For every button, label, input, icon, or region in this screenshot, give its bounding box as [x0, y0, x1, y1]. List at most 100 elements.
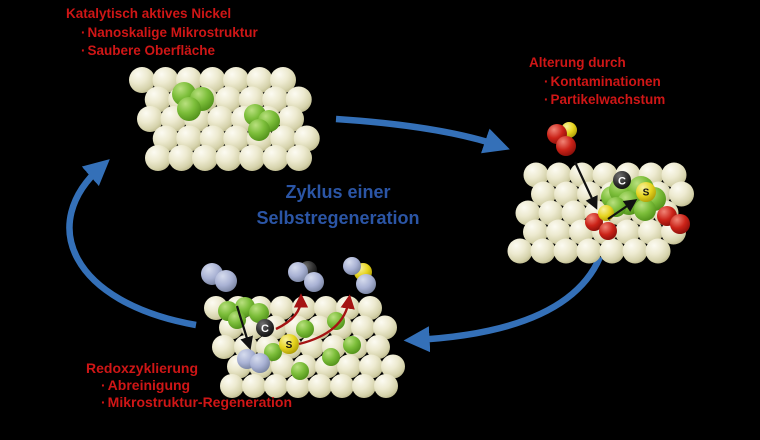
stage-bullet: ·Mikrostruktur-Regeneration: [101, 394, 293, 410]
nickel-sphere: [622, 238, 648, 264]
carbon-atom: [256, 319, 274, 337]
adsorption-arrow-so2: [574, 161, 598, 210]
nickel-sphere: [546, 219, 571, 245]
cycle-arrow-redox-to-active: [66, 159, 197, 329]
nickel-sphere: [285, 86, 312, 113]
cycle-title: Zyklus einer Selbstregeneration: [233, 179, 443, 231]
nickel-sphere: [270, 125, 297, 152]
nickel-sphere: [239, 145, 265, 171]
embedded-green-sphere: [249, 303, 269, 323]
nickel-sphere: [599, 238, 625, 264]
nano-cluster-sphere: [248, 119, 270, 141]
nickel-sphere: [523, 219, 548, 245]
nickel-sphere: [576, 238, 602, 264]
nickel-sphere: [592, 162, 618, 188]
nickel-sphere: [366, 335, 390, 359]
stage-bullet: ·Nanoskalige Mikrostruktur: [81, 24, 258, 40]
nickel-sphere: [531, 181, 556, 207]
embedded-green-sphere: [228, 311, 246, 329]
nickel-sphere: [270, 67, 296, 93]
nickel-sphere: [168, 145, 195, 171]
nickel-sphere: [286, 374, 310, 398]
nickel-sphere: [638, 219, 663, 245]
nickel-sphere: [373, 315, 397, 340]
so2-molecule-oxygen: [556, 136, 576, 156]
nickel-sphere: [293, 125, 320, 152]
stage-title: Katalytisch aktives Nickel: [66, 6, 232, 21]
stage-bullet: ·Abreinigung: [101, 377, 191, 393]
nickel-sphere: [176, 125, 203, 152]
nickel-sphere: [359, 354, 383, 379]
stage-title: Redoxzyklierung: [86, 360, 199, 376]
o2-molecule: [215, 270, 237, 292]
nickel-sphere: [270, 296, 294, 320]
nickel-sphere: [546, 162, 572, 188]
nickel-sphere: [374, 374, 398, 398]
desorption-arrow-co2: [275, 293, 309, 331]
redox-atom-labels: C S: [261, 323, 293, 351]
nickel-sphere: [264, 374, 288, 398]
nickel-sphere: [220, 374, 244, 398]
nickel-sphere: [337, 354, 361, 379]
nickel-sphere: [669, 181, 694, 207]
sulfur-atom: [636, 182, 656, 202]
stage-bullet: ·Partikelwachstum: [544, 92, 666, 107]
nickel-sphere: [286, 145, 312, 171]
nickel-sphere: [152, 67, 179, 93]
nickel-sphere: [215, 145, 242, 171]
nickel-sphere: [137, 106, 163, 132]
surface-redox-regeneration: [201, 257, 405, 398]
nickel-sphere: [661, 162, 687, 188]
cycle-arrow-aged-to-redox: [403, 255, 603, 353]
nickel-sphere: [223, 67, 249, 93]
embedded-green-sphere: [291, 362, 309, 380]
nickel-sphere: [271, 354, 295, 379]
nickel-sphere: [308, 374, 332, 398]
nickel-sphere: [553, 238, 579, 264]
co2-molecule-oxygen: [304, 272, 324, 292]
embedded-green-sphere: [343, 336, 361, 354]
grown-particle-sphere: [634, 199, 656, 221]
carbon-atom-icon: C: [261, 323, 269, 335]
sulfur-atom-icon: S: [286, 340, 293, 351]
nickel-sphere: [207, 106, 234, 132]
cycle-arrow-active-to-aged: [335, 115, 510, 154]
nickel-sphere: [615, 219, 640, 245]
diffusion-arrow-to-sulfur: [607, 199, 638, 220]
nickel-sphere: [199, 67, 226, 93]
nickel-sphere: [199, 125, 226, 152]
adsorbed-oxygen: [585, 213, 603, 231]
nickel-sphere: [242, 374, 266, 398]
carbon-atom: [613, 171, 631, 189]
nickel-sphere: [192, 145, 218, 171]
so2-molecule-oxygen: [356, 274, 376, 294]
nickel-sphere: [538, 200, 564, 226]
label-active-nickel: Katalytisch aktives Nickel ·Nanoskalige …: [66, 5, 258, 61]
nickel-sphere: [530, 238, 556, 264]
adsorbed-o2: [670, 214, 690, 234]
nickel-sphere: [351, 315, 375, 340]
adsorption-arrow-o2: [235, 305, 253, 351]
surface-aged-contaminated: [507, 122, 694, 264]
nano-cluster-sphere: [177, 97, 201, 121]
embedded-green-sphere: [322, 348, 340, 366]
co2-molecule-oxygen: [288, 262, 308, 282]
stage-bullet: ·Kontaminationen: [544, 73, 661, 89]
nickel-sphere: [262, 86, 289, 113]
nickel-sphere: [515, 200, 541, 226]
aged-atom-labels: C S: [618, 176, 650, 199]
nickel-sphere: [129, 67, 155, 93]
nickel-sphere: [212, 335, 236, 359]
nickel-sphere: [358, 296, 382, 320]
label-redox-cycling: Redoxzyklierung ·Abreinigung ·Mikrostruk…: [86, 360, 292, 411]
stage-bullet: ·Saubere Oberfläche: [81, 43, 216, 58]
nickel-sphere: [352, 374, 376, 398]
so2-molecule-oxygen: [343, 257, 361, 275]
nickel-sphere: [144, 86, 171, 113]
adsorbed-oxygen-pair: [250, 353, 270, 373]
nickel-sphere: [554, 181, 579, 207]
nickel-sphere: [246, 67, 273, 93]
embedded-green-sphere: [264, 343, 282, 361]
